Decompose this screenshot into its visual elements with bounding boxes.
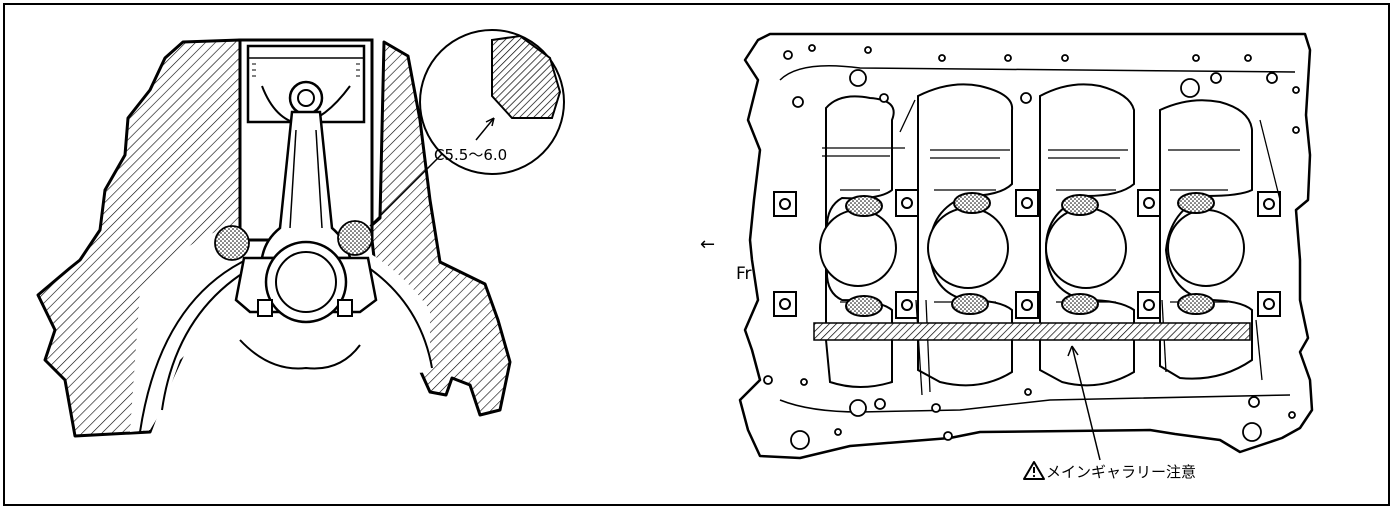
- bearing-bolt-bosses: [773, 189, 1281, 319]
- bolt-holes: [763, 44, 1300, 450]
- chamfer-dimension-label: C5.5～6.0: [434, 146, 507, 164]
- clearance-spot-right: [337, 220, 373, 256]
- front-label: Fr: [736, 264, 752, 284]
- chamfer-detail-callout: C5.5～6.0: [419, 29, 565, 175]
- warning-icon: [1023, 461, 1045, 480]
- clearance-spot-left: [214, 225, 250, 261]
- engine-cross-section: C5.5～6.0: [36, 29, 565, 438]
- main-gallery-band: [813, 322, 1251, 341]
- block-bottom-view: ← Fr メインギャラリー注意: [700, 32, 1314, 481]
- direction-arrow: ←: [700, 234, 715, 255]
- figure-frame: [3, 3, 1390, 506]
- warning-label: メインギャラリー注意: [1046, 463, 1196, 481]
- cylinder-bores: [825, 83, 1253, 388]
- oil-spots: [845, 192, 1215, 317]
